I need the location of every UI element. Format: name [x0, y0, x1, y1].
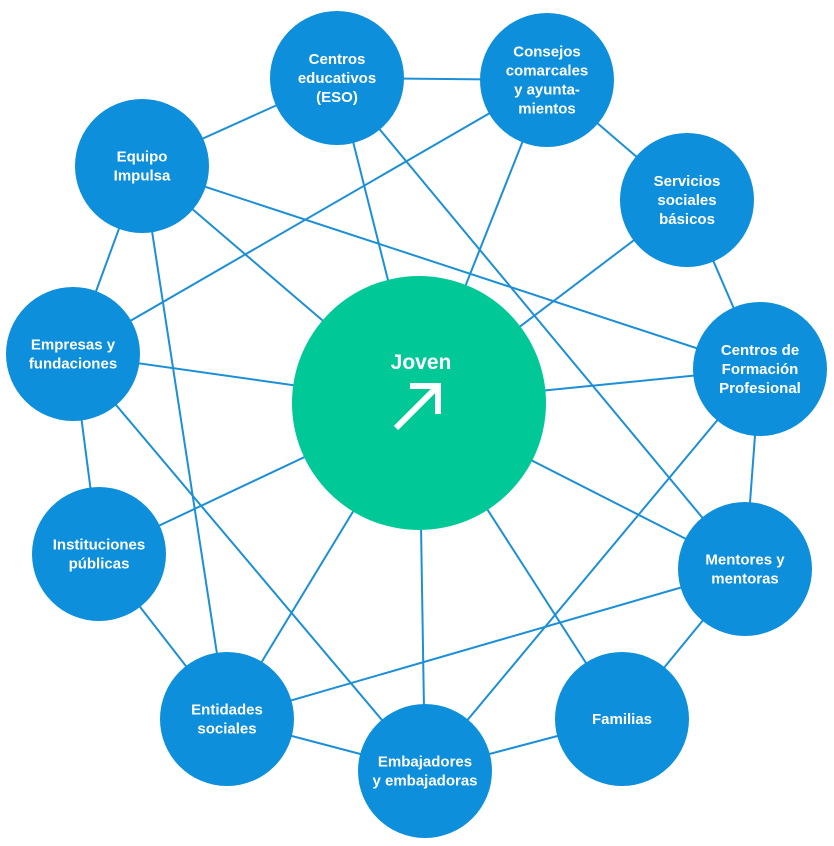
node-label-mentores-line-1: mentoras — [711, 571, 779, 588]
node-centros-eso: Centros educativos (ESO) — [270, 11, 404, 145]
node-label-equipo-line-0: Equipo — [117, 149, 168, 166]
node-circle-empresas — [6, 287, 140, 421]
center-label: Joven — [391, 351, 452, 374]
node-label-consejos-line-1: comarcales — [506, 63, 589, 80]
node-label-empresas-line-1: fundaciones — [29, 356, 117, 373]
node-label-entidades-line-0: Entidades — [191, 702, 263, 719]
node-servicios: Servicios sociales básicos — [620, 133, 754, 267]
node-entidades: Entidades sociales — [160, 652, 294, 786]
node-label-consejos-line-3: mientos — [518, 101, 576, 118]
node-empresas: Empresas y fundaciones — [6, 287, 140, 421]
node-label-servicios-line-0: Servicios — [654, 173, 721, 190]
node-consejos: Consejos comarcales y ayunta-mientos — [480, 13, 614, 147]
node-circle-mentores — [678, 502, 812, 636]
node-label-instituciones-line-0: Instituciones — [53, 537, 146, 554]
node-label-centros-eso-line-2: (ESO) — [316, 89, 358, 106]
node-label-equipo-line-1: Impulsa — [114, 168, 171, 185]
node-circle-entidades — [160, 652, 294, 786]
node-embajadores: Embajadores y embajadoras — [358, 704, 492, 838]
node-circle-familias — [555, 652, 689, 786]
edge-centros-fp-embajadores — [424, 368, 761, 772]
node-familias: Familias — [555, 652, 689, 786]
center-node-joven: Joven — [292, 276, 546, 530]
node-label-consejos-line-2: y ayunta- — [514, 82, 580, 99]
node-label-centros-fp-line-1: Formación — [722, 361, 799, 378]
node-circle-consejos — [480, 13, 614, 147]
node-label-centros-eso-line-0: Centros — [309, 51, 366, 68]
node-label-entidades-line-1: sociales — [197, 721, 256, 738]
node-label-instituciones-line-1: públicas — [69, 556, 130, 573]
edge-centros-eso-mentores — [336, 77, 746, 570]
edge-consejos-empresas — [72, 79, 548, 355]
node-circle-instituciones — [32, 487, 166, 621]
edge-embajadores-empresas — [72, 353, 426, 772]
node-label-centros-eso-line-1: educativos — [298, 70, 376, 87]
edge-mentores-entidades — [226, 568, 746, 720]
arrow-up-right-icon — [393, 383, 441, 431]
node-circle-servicios — [620, 133, 754, 267]
node-label-centros-fp-line-0: Centros de — [721, 342, 799, 359]
node-circle-equipo — [75, 99, 209, 233]
node-label-servicios-line-1: sociales — [657, 192, 716, 209]
node-mentores: Mentores y mentoras — [678, 502, 812, 636]
node-circle-centros-fp — [693, 302, 827, 436]
edge-equipo-entidades — [141, 165, 228, 720]
node-label-consejos-line-0: Consejos — [513, 44, 581, 61]
node-label-embajadores-line-0: Embajadores — [378, 754, 472, 771]
node-instituciones: Instituciones públicas — [32, 487, 166, 621]
node-label-empresas-line-0: Empresas y — [31, 337, 116, 354]
node-label-familias-line-0: Familias — [592, 711, 652, 728]
node-label-embajadores-line-1: y embajadoras — [372, 773, 477, 790]
node-label-mentores-line-0: Mentores y — [705, 552, 785, 569]
node-label-centros-fp-line-2: Profesional — [719, 380, 801, 397]
edge-equipo-centros-fp — [141, 165, 761, 370]
node-label-servicios-line-2: básicos — [659, 211, 715, 228]
node-circle-embajadores — [358, 704, 492, 838]
node-circle-centros-eso — [270, 11, 404, 145]
